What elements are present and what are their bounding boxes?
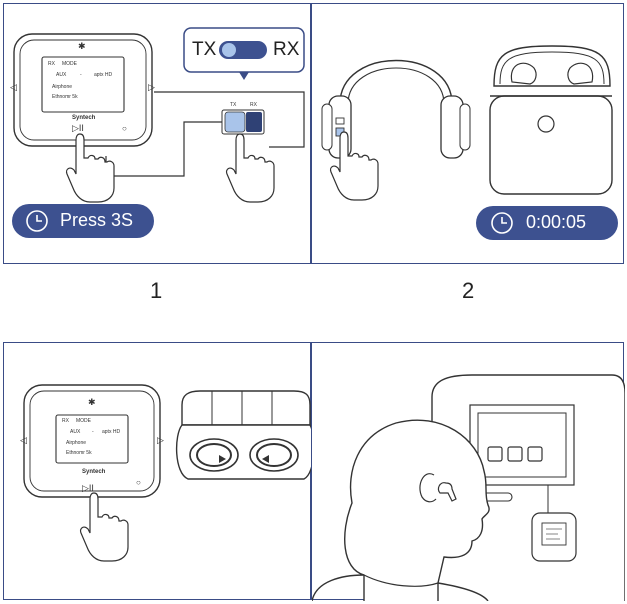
step-2-illustration <box>321 45 618 240</box>
earbud-icon <box>437 482 457 502</box>
right-arrow-icon: ▷ <box>157 435 164 445</box>
left-arrow-icon: ◁ <box>20 435 27 445</box>
step-3-panel: ◁ ▷ ✱ ▷II ○ RX MODE AUX - aptx HD Airpho… <box>3 342 312 600</box>
bluetooth-icon: ✱ <box>88 397 96 407</box>
screen-line-2a: AUX <box>56 72 67 78</box>
screen-line-2c: aptx HD <box>102 429 121 435</box>
transmitter-device: ◁ ▷ ✱ ▷II ○ <box>10 33 155 147</box>
screen-line-3: Airphone <box>66 440 87 446</box>
step-1-illustration: ◁ ▷ ✱ ▷II ○ <box>10 27 305 238</box>
screen-line-2b: - <box>80 72 82 78</box>
screen-line-3: Airphone <box>52 84 73 90</box>
screen-line-1a: RX <box>48 61 55 67</box>
press-3s-label: Press 3S <box>60 210 134 230</box>
screen-line-2a: AUX <box>70 429 81 435</box>
clock-icon <box>26 210 48 232</box>
step-2-panel: 0:00:05 <box>311 3 624 264</box>
small-switch-rx-label: RX <box>250 102 257 108</box>
person-icon <box>312 419 490 601</box>
earbuds-case-icon <box>175 390 312 480</box>
screen-line-2b: - <box>92 429 94 435</box>
clock-icon <box>491 212 513 234</box>
play-pause-icon: ▷II <box>82 483 94 493</box>
hand-icon <box>329 131 379 201</box>
step-2-number: 2 <box>462 278 475 303</box>
screen-line-1a: RX <box>62 418 69 424</box>
earbuds-case-icon <box>489 45 613 195</box>
timer-label: 0:00:05 <box>526 212 587 232</box>
switch-tx-label: TX <box>192 39 217 60</box>
power-icon: ○ <box>122 124 127 133</box>
screen-line-4: Ethnomr 5k <box>66 450 92 456</box>
press-3s-pill <box>12 204 154 238</box>
screen-line-1b: MODE <box>62 61 77 67</box>
transmitter-device: ◁ ▷ ✱ ▷II ○ <box>20 384 164 498</box>
slide-switch[interactable] <box>221 109 265 135</box>
screen-line-4: Ethnomr 5k <box>52 94 78 100</box>
left-arrow-icon: ◁ <box>10 82 17 92</box>
switch-rx-label: RX <box>273 39 300 60</box>
device-brand: Syntech <box>72 115 96 121</box>
step-1-number: 1 <box>150 278 163 303</box>
power-icon: ○ <box>136 478 141 487</box>
bluetooth-icon: ✱ <box>78 41 86 51</box>
headphones-icon <box>321 59 471 159</box>
hand-icon <box>79 492 129 562</box>
device-brand: Syntech <box>82 469 106 475</box>
play-pause-icon: ▷II <box>72 123 84 133</box>
step-4-panel <box>311 342 625 601</box>
timer-pill <box>476 206 618 240</box>
small-switch-tx-label: TX <box>230 102 237 108</box>
screen-line-1b: MODE <box>76 418 91 424</box>
right-arrow-icon: ▷ <box>148 82 155 92</box>
hand-icon <box>225 133 275 203</box>
step-1-panel: ◁ ▷ ✱ ▷II ○ <box>3 3 311 264</box>
step-3-illustration: ◁ ▷ ✱ ▷II ○ <box>20 384 312 562</box>
step-4-illustration <box>312 374 625 601</box>
switch-callout <box>183 27 305 80</box>
car-seat-icon <box>431 374 625 601</box>
screen-line-2c: aptx HD <box>94 72 113 78</box>
hand-icon <box>65 133 115 203</box>
